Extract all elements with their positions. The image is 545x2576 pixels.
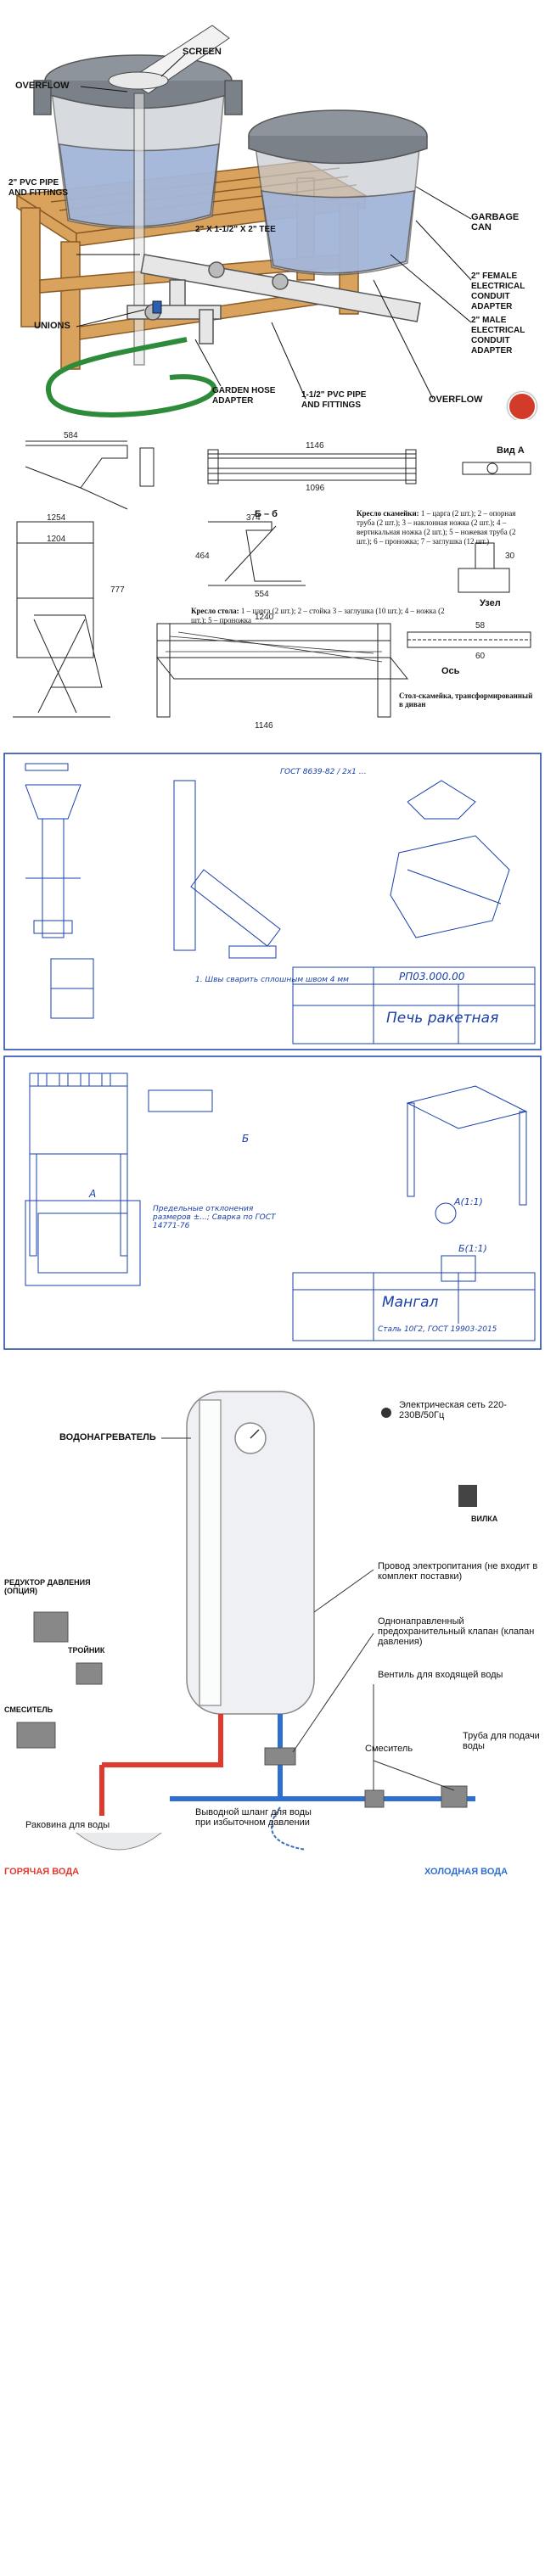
mangal-label-a: А <box>89 1188 97 1200</box>
label-male-adapter: 2" MALE ELECTRICAL CONDUIT ADAPTER <box>471 316 525 356</box>
label-tee: 2" x 1-1/2" x 2" TEE <box>195 225 276 234</box>
label-sink: Раковина для воды <box>25 1820 110 1830</box>
pipe-icon <box>99 1714 475 1816</box>
mangal-notes: Предельные отклонения размеров ±...; Сва… <box>153 1205 276 1230</box>
mangal-label-b: Б <box>242 1133 250 1145</box>
chair-parts: Кресло стола: 1 – царга (2 шт.); 2 – сто… <box>191 607 446 625</box>
bench-drawing <box>13 440 531 718</box>
label-valve: Однонаправленный предохранительный клапа… <box>378 1616 535 1647</box>
dim-58: 58 <box>475 621 486 630</box>
chair-parts-title: Кресло стола: <box>191 607 239 615</box>
label-heater: ВОДОНАГРЕВАТЕЛЬ <box>59 1432 156 1442</box>
dim-30: 30 <box>505 552 515 561</box>
label-hot-water: ГОРЯЧАЯ ВОДА <box>4 1867 80 1877</box>
screen-funnel <box>108 25 230 94</box>
stove-note1: ГОСТ 8639-82 / 2x1 … <box>280 768 367 776</box>
mangal-drawing-panel: Мангал Сталь 10Г2, ГОСТ 19903-2015 А(1:1… <box>0 1052 545 1353</box>
stove-code: РП03.000.00 <box>399 971 465 983</box>
bench-parts: Кресло скамейки: 1 – царга (2 шт.); 2 – … <box>357 509 526 546</box>
label-node: Узел <box>480 598 501 608</box>
label-tee: ТРОЙНИК <box>68 1646 105 1655</box>
bench-parts-title: Кресло скамейки: <box>357 509 419 518</box>
label-plug: ВИЛКА <box>471 1515 498 1523</box>
label-drain: Выводной шланг для воды при избыточном д… <box>195 1807 312 1828</box>
badge-icon[interactable] <box>508 392 537 420</box>
label-power: Электрическая сеть 220-230В/50Гц <box>399 1400 507 1420</box>
label-unions: UNIONS <box>34 321 70 331</box>
label-overflow-bottom: OVERFLOW <box>429 395 483 405</box>
label-mixer-right: Смеситель <box>365 1744 413 1754</box>
bench-parts-text: 1 – царга (2 шт.); 2 – опорная труба (2 … <box>357 509 516 546</box>
dim-554: 554 <box>255 590 269 599</box>
label-female-adapter: 2" FEMALE ELECTRICAL CONDUIT ADAPTER <box>471 272 525 311</box>
label-pvc-small: 1-1/2" PVC PIPE AND FITTINGS <box>301 390 367 410</box>
bench-caption: Стол-скамейка, трансформированный в дива… <box>399 692 533 708</box>
dim-464: 464 <box>195 552 210 561</box>
label-mixer-left: СМЕСИТЕЛЬ <box>4 1705 53 1714</box>
label-reducer: РЕДУКТОР ДАВЛЕНИЯ (ОПЦИЯ) <box>4 1578 91 1595</box>
mangal-title: Мангал <box>382 1294 439 1311</box>
pvc-pipes <box>126 92 421 366</box>
label-screen: SCREEN <box>183 47 222 57</box>
dim-777: 777 <box>110 585 125 595</box>
label-axis: Ось <box>441 666 460 676</box>
label-pipe-supply: Труба для подачи воды <box>463 1731 540 1751</box>
label-cold-water: ХОЛОДНАЯ ВОДА <box>424 1867 508 1877</box>
dim-1096: 1096 <box>306 484 325 493</box>
label-pvc-pipe: 2" PVC PIPE AND FITTINGS <box>8 178 68 198</box>
stove-note2: 1. Швы сварить сплошным швом 4 мм <box>195 976 349 984</box>
water-heater-tank <box>186 1391 315 1715</box>
dim-1254: 1254 <box>47 513 66 523</box>
dim-60: 60 <box>475 652 486 661</box>
mangal-material: Сталь 10Г2, ГОСТ 19903-2015 <box>378 1325 497 1334</box>
dim-1146: 1146 <box>306 441 324 451</box>
stove-drawing <box>3 753 542 1050</box>
label-view-a: Вид А <box>497 445 525 456</box>
dim-1204: 1204 <box>47 535 66 544</box>
mangal-drawing <box>3 1056 542 1350</box>
stove-drawing-panel: РП03.000.00 Печь ракетная ГОСТ 8639-82 /… <box>0 751 545 1052</box>
mangal-section-a: А(1:1) <box>454 1196 483 1207</box>
rain-barrel-illustration <box>14 25 472 417</box>
hose-icon <box>46 337 217 417</box>
barrel-right <box>248 109 428 276</box>
heater-panel: ВОДОНАГРЕВАТЕЛЬ Электрическая сеть 220-2… <box>0 1358 545 2576</box>
label-cable: Провод электропитания (не входит в компл… <box>378 1561 538 1582</box>
dim-584: 584 <box>64 431 78 440</box>
label-overflow-top: OVERFLOW <box>15 81 70 91</box>
rain-barrel-panel: SCREEN OVERFLOW GARBAGE CAN 2" FEMALE EL… <box>0 0 545 420</box>
label-section: Б – б <box>255 509 278 519</box>
mangal-section-b: Б(1:1) <box>458 1243 487 1254</box>
dim-374: 374 <box>246 513 261 523</box>
dim-1146b: 1146 <box>255 721 273 731</box>
label-garbage-can: GARBAGE CAN <box>471 212 520 232</box>
dim-1240: 1240 <box>255 613 274 622</box>
valve-icon <box>152 300 162 314</box>
stove-title: Печь ракетная <box>386 1010 499 1027</box>
chair-parts-text: 1 – царга (2 шт.); 2 – стойка 3 – заглуш… <box>191 607 445 624</box>
label-hose-adapter: GARDEN HOSE ADAPTER <box>212 386 276 406</box>
label-inlet-valve: Вентиль для входящей воды <box>378 1670 503 1680</box>
heater-illustration <box>16 1391 477 1851</box>
bench-drawing-panel: 584 1146 1096 Вид А 1254 1204 777 Б – б … <box>0 424 545 738</box>
